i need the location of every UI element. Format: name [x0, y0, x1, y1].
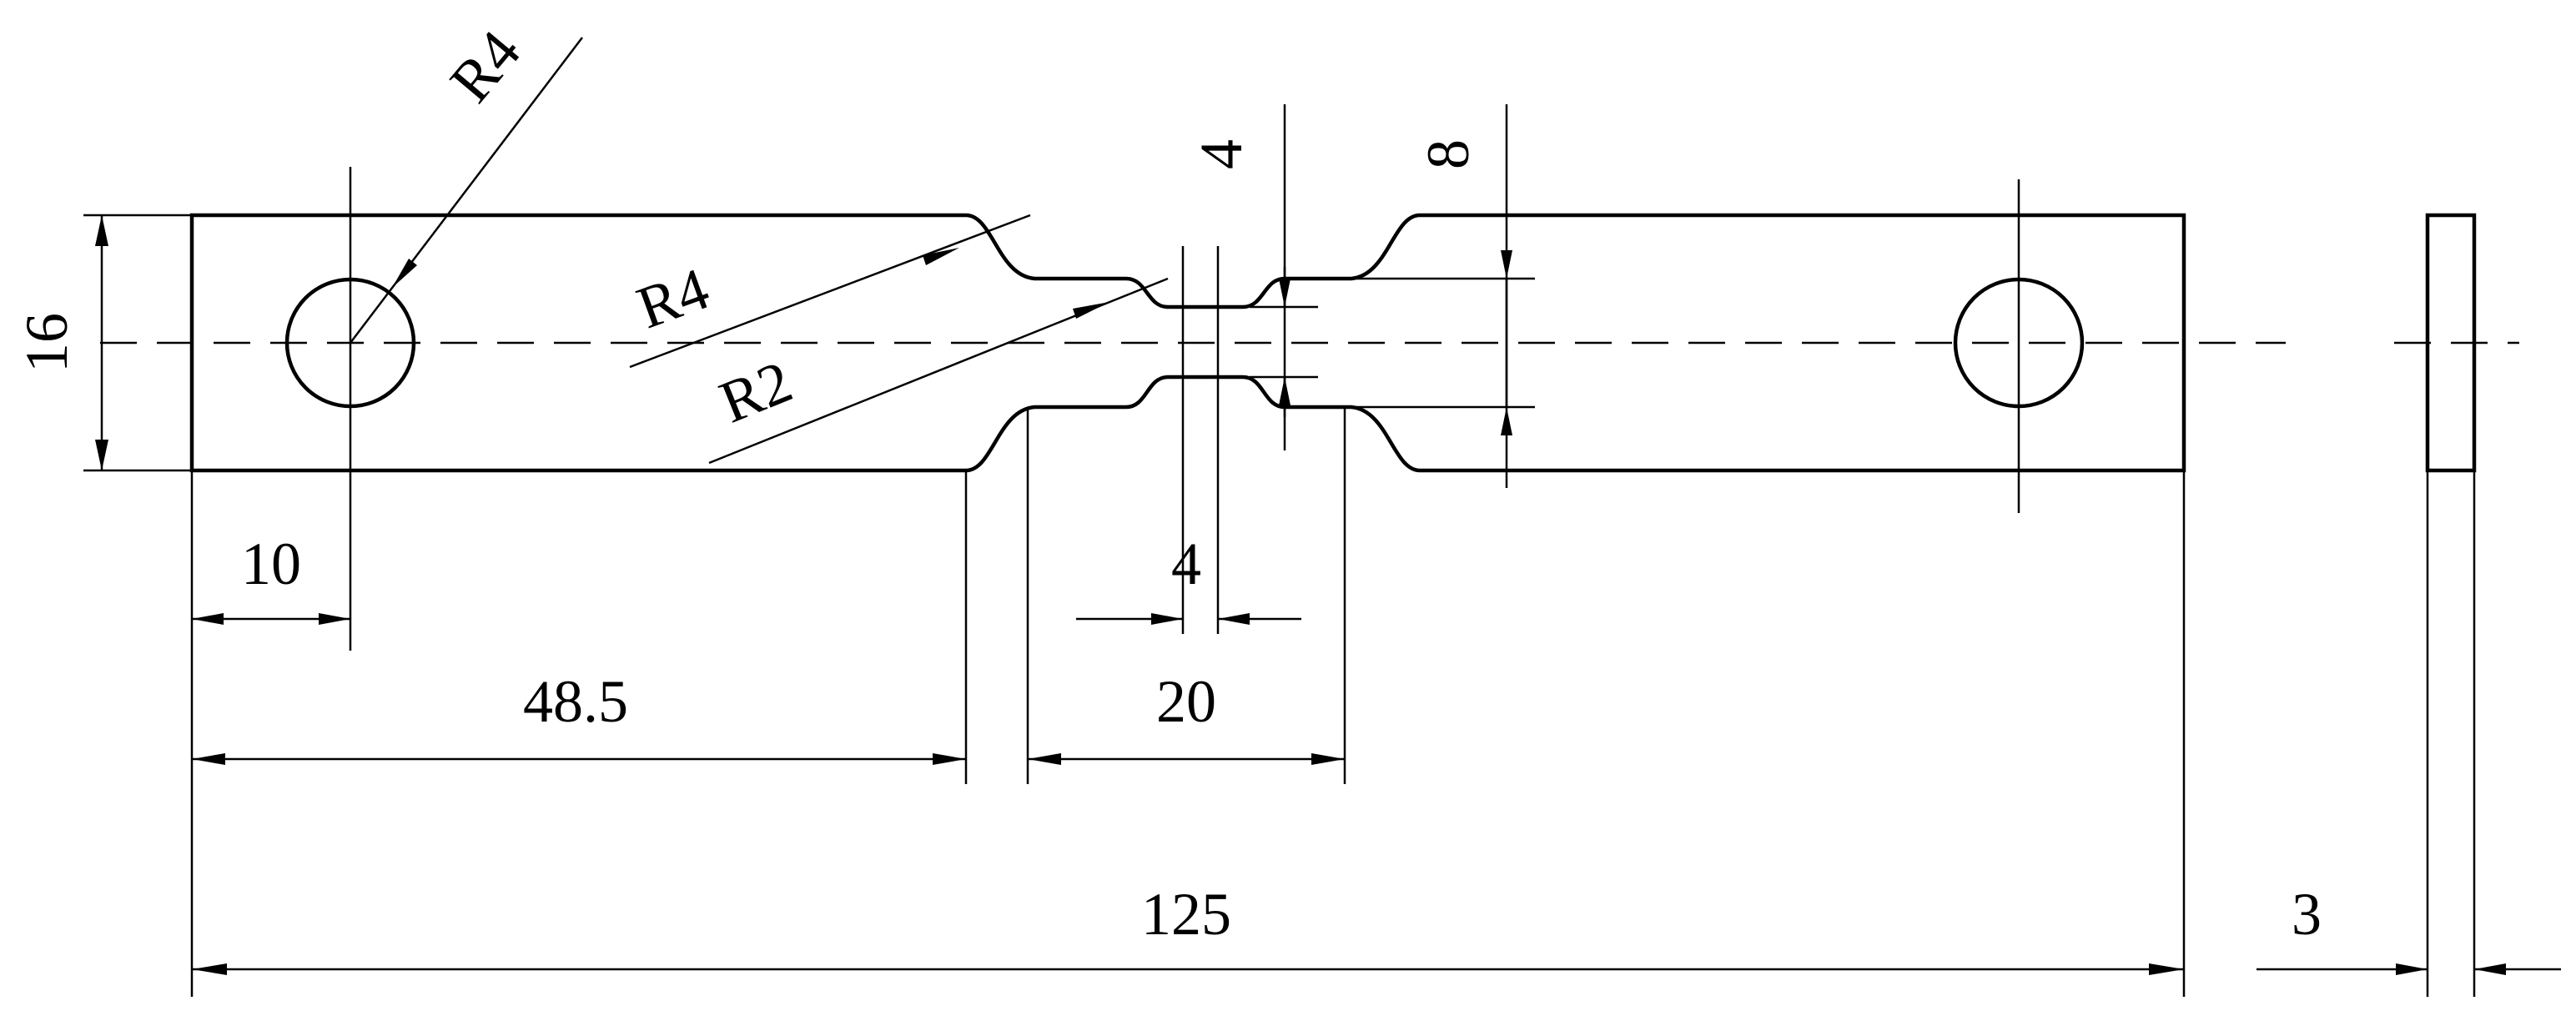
notch-radius-arrow	[1073, 302, 1109, 319]
notch-depth-label: 4	[1188, 139, 1255, 169]
thickness-label: 3	[2292, 881, 2322, 948]
total-length-arrow-right	[2149, 963, 2184, 975]
hole-radius-leader	[350, 37, 583, 344]
notch-width-arrow-right	[1218, 613, 1250, 625]
gauge-width-label: 8	[1415, 139, 1482, 169]
notch-width-arrow-left	[1151, 613, 1183, 625]
hole-offset-arrow-left	[192, 613, 224, 625]
notch-width-label: 4	[1171, 531, 1201, 597]
width-dimension-arrow-bottom	[95, 440, 108, 470]
notch-depth-arrow-top	[1279, 279, 1291, 307]
hole-offset-arrow-right	[319, 613, 350, 625]
hole-radius-arrow	[392, 259, 417, 288]
gauge-length-arrow-left	[1028, 753, 1061, 765]
shoulder-length-label: 48.5	[523, 668, 628, 735]
total-length-label: 125	[1141, 881, 1231, 948]
width-dimension-label: 16	[13, 313, 80, 373]
gauge-width-arrow-top	[1501, 250, 1512, 279]
thickness-arrow-right	[2474, 963, 2506, 975]
notch-depth-arrow-bottom	[1279, 377, 1291, 405]
gauge-width-arrow-bottom	[1501, 407, 1512, 435]
hole-radius-label: R4	[437, 18, 533, 115]
notch-radius-label: R2	[711, 348, 801, 436]
hole-offset-label: 10	[241, 531, 301, 597]
shoulder-radius-arrow	[923, 248, 959, 265]
shoulder-radius-leader	[629, 214, 1031, 369]
shoulder-length-arrow-left	[192, 753, 225, 765]
gauge-length-label: 20	[1156, 668, 1216, 735]
gauge-length-arrow-right	[1311, 753, 1345, 765]
thickness-arrow-left	[2396, 963, 2428, 975]
width-dimension-arrow-top	[95, 215, 108, 246]
shoulder-radius-label: R4	[629, 254, 717, 341]
side-view-outline	[2425, 213, 2477, 473]
shoulder-length-arrow-right	[933, 753, 966, 765]
total-length-arrow-left	[192, 963, 227, 975]
